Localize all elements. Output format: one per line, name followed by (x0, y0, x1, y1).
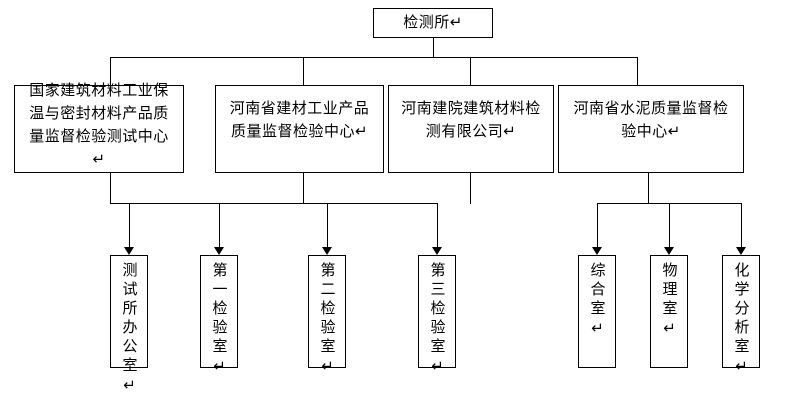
node-level3-4-label: 第三检验室↵ (428, 262, 446, 379)
node-level3-2-label: 第一检验室↵ (210, 262, 228, 379)
connector-drop-l3-3 (327, 203, 328, 247)
node-root[interactable]: 检测所↵ (373, 8, 493, 38)
node-level3-4[interactable]: 第三检验室↵ (418, 255, 456, 379)
node-level3-5-label: 综合室↵ (588, 262, 606, 341)
connector-drop-l2-1 (110, 57, 111, 85)
node-level3-7-label: 化学分析室↵ (732, 262, 750, 379)
node-level3-6-label: 物理室↵ (660, 262, 678, 341)
arrow-head-l3-5 (592, 247, 602, 255)
connector-drop-l2-3 (470, 57, 471, 85)
node-level3-7[interactable]: 化学分析室↵ (722, 255, 760, 379)
arrow-head-l3-1 (124, 247, 134, 255)
node-level3-3[interactable]: 第二检验室↵ (308, 255, 346, 379)
node-level3-5[interactable]: 综合室↵ (578, 255, 616, 368)
node-level3-6[interactable]: 物理室↵ (650, 255, 688, 368)
node-level2-4[interactable]: 河南省水泥质量监督检验中心↵ (558, 85, 744, 173)
arrow-head-l3-3 (322, 247, 332, 255)
arrow-head-l3-4 (432, 247, 442, 255)
node-level3-2[interactable]: 第一检验室↵ (200, 255, 238, 379)
node-level2-1-label: 国家建筑材料工业保温与密封材料产品质量监督检验测试中心↵ (29, 81, 169, 169)
node-level2-4-label: 河南省水泥质量监督检验中心↵ (573, 99, 729, 140)
arrow-head-l3-6 (664, 247, 674, 255)
connector-drop-l3-7 (741, 203, 742, 247)
arrow-head-l3-2 (214, 247, 224, 255)
connector-drop-l2-4 (637, 57, 638, 85)
connector-stem-l2-1-down (110, 173, 111, 204)
connector-drop-l3-5 (597, 203, 598, 247)
connector-stem-l2-2-down (303, 173, 304, 204)
connector-drop-l3-1 (129, 203, 130, 247)
connector-level3-bus-left (110, 203, 437, 204)
arrow-head-l3-7 (736, 247, 746, 255)
node-level3-1[interactable]: 测试所办公室↵ (110, 255, 148, 398)
connector-drop-l3-2 (219, 203, 220, 247)
node-level3-3-label: 第二检验室↵ (318, 262, 336, 379)
node-level2-3[interactable]: 河南建院建筑材料检测有限公司↵ (388, 85, 554, 173)
node-level2-1[interactable]: 国家建筑材料工业保温与密封材料产品质量监督检验测试中心↵ (14, 82, 184, 173)
connector-stem-l2-4-down (648, 173, 649, 204)
node-level2-2[interactable]: 河南省建材工业产品质量监督检验中心↵ (215, 85, 384, 173)
node-root-label: 检测所↵ (403, 14, 463, 32)
node-level3-1-label: 测试所办公室↵ (120, 262, 138, 398)
connector-drop-l3-6 (669, 203, 670, 247)
node-level2-2-label: 河南省建材工业产品质量监督检验中心↵ (229, 99, 370, 140)
connector-stem-l2-3-down (470, 173, 471, 204)
connector-root-stem (433, 38, 434, 57)
node-level2-3-label: 河南建院建筑材料检测有限公司↵ (401, 99, 541, 140)
connector-level2-bus (110, 57, 638, 58)
connector-drop-l2-2 (303, 57, 304, 85)
connector-drop-l3-4 (437, 203, 438, 247)
